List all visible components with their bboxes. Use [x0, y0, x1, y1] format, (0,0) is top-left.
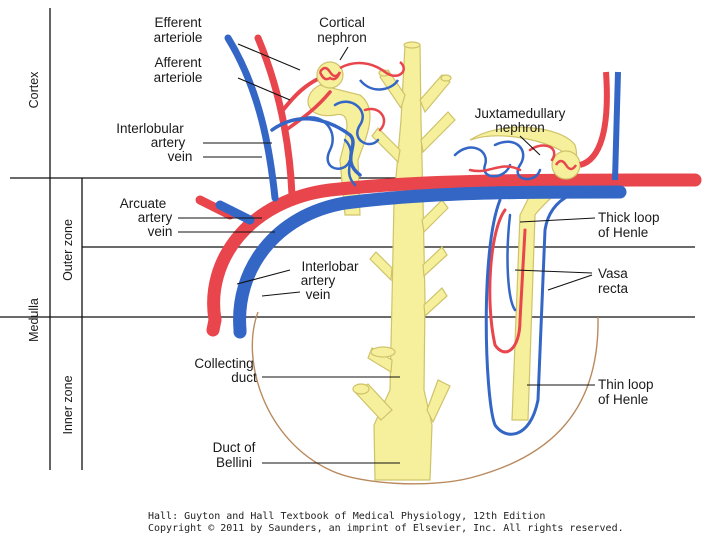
leader-interlobar-artery — [236, 269, 291, 285]
leader-interlobar-vein — [261, 291, 301, 297]
duct-branch — [421, 199, 449, 234]
leader-vasa-2 — [547, 274, 593, 291]
leader-lines — [178, 43, 596, 464]
zone-label-medulla: Medulla — [27, 298, 41, 342]
labels: Efferent arteriole Afferent arteriole Co… — [116, 15, 659, 470]
label-arcuate-3: vein — [148, 224, 173, 239]
cortical-capillaries — [298, 100, 386, 187]
duct-branch — [420, 111, 456, 154]
vasa-recta — [484, 193, 572, 436]
duct-branch-end — [352, 383, 370, 395]
vasa-recta-vein — [484, 193, 572, 436]
label-arcuate-2: artery — [138, 210, 173, 225]
arcuate-vessels — [195, 173, 702, 339]
label-thick-1: Thick loop — [598, 210, 660, 225]
label-efferent-1: Efferent — [154, 15, 201, 30]
duct-branch — [419, 74, 451, 114]
label-interlobular-1: Interlobular — [116, 121, 184, 136]
zone-dividers — [0, 8, 695, 470]
zone-label-cortex: Cortex — [27, 71, 41, 109]
label-cortical-1: Cortical — [319, 15, 365, 30]
zone-label-outer: Outer zone — [61, 219, 75, 281]
label-afferent-2: arteriole — [154, 70, 203, 85]
duct-branch-end — [440, 74, 452, 82]
label-thin-1: Thin loop — [598, 377, 654, 392]
leader-afferent — [237, 77, 291, 101]
vasa-recta-vein-inner — [506, 213, 517, 312]
label-collecting-2: duct — [231, 370, 257, 385]
medulla-pyramid-outline — [251, 311, 599, 485]
label-interlobar-3: vein — [306, 287, 331, 302]
label-thin-2: of Henle — [598, 392, 648, 407]
label-juxta-1: Juxtamedullary — [475, 106, 566, 121]
label-collecting-1: Collecting — [194, 356, 253, 371]
duct-branch — [422, 246, 448, 278]
label-efferent-2: arteriole — [154, 30, 203, 45]
duct-branch-end — [403, 41, 421, 49]
leader-vasa-1 — [514, 269, 593, 274]
interlobular-vessels — [224, 34, 362, 202]
interlobular-vein — [224, 34, 279, 202]
zone-label-inner: Inner zone — [61, 375, 75, 434]
duct-branch — [369, 251, 393, 282]
label-thick-2: of Henle — [598, 225, 648, 240]
label-cortical-2: nephron — [317, 30, 367, 45]
label-interlobular-3: vein — [168, 149, 193, 164]
interlobular-artery — [254, 34, 296, 199]
duct-branch — [423, 287, 448, 318]
efferent-arteriole — [284, 90, 332, 132]
label-interlobar-2: artery — [301, 273, 336, 288]
afferent-arteriole — [281, 76, 322, 112]
juxtamedullary-capillaries — [453, 140, 556, 181]
label-vasa-1: Vasa — [598, 266, 628, 281]
label-interlobular-2: artery — [151, 135, 186, 150]
label-vasa-2: recta — [598, 281, 629, 296]
duct-branch — [426, 379, 451, 424]
label-interlobar-1: Interlobar — [301, 259, 359, 274]
vasa-recta-artery — [488, 208, 527, 354]
arcuate-vein — [233, 185, 627, 337]
interlobar-artery — [206, 313, 222, 337]
leader-efferent — [237, 43, 301, 71]
leader-cortical — [339, 46, 349, 61]
arcuate-artery — [207, 173, 702, 327]
label-bellini-2: Bellini — [216, 455, 252, 470]
label-juxta-2: nephron — [495, 120, 545, 135]
leader-juxta — [519, 135, 541, 156]
label-bellini-1: Duct of — [213, 440, 256, 455]
duct-branch-end — [370, 346, 396, 358]
juxtamedullary-glomerulus — [551, 71, 621, 181]
credit-line-1: Hall: Guyton and Hall Textbook of Medica… — [148, 511, 545, 522]
duct-branch — [371, 127, 401, 164]
leader-thick-loop — [519, 217, 596, 223]
label-arcuate-1: Arcuate — [120, 196, 167, 211]
duct-branch — [379, 69, 406, 110]
credit-line-2: Copyright © 2011 by Saunders, an imprint… — [148, 523, 624, 534]
cortical-glomerulus — [316, 61, 405, 91]
label-afferent-1: Afferent — [154, 55, 201, 70]
